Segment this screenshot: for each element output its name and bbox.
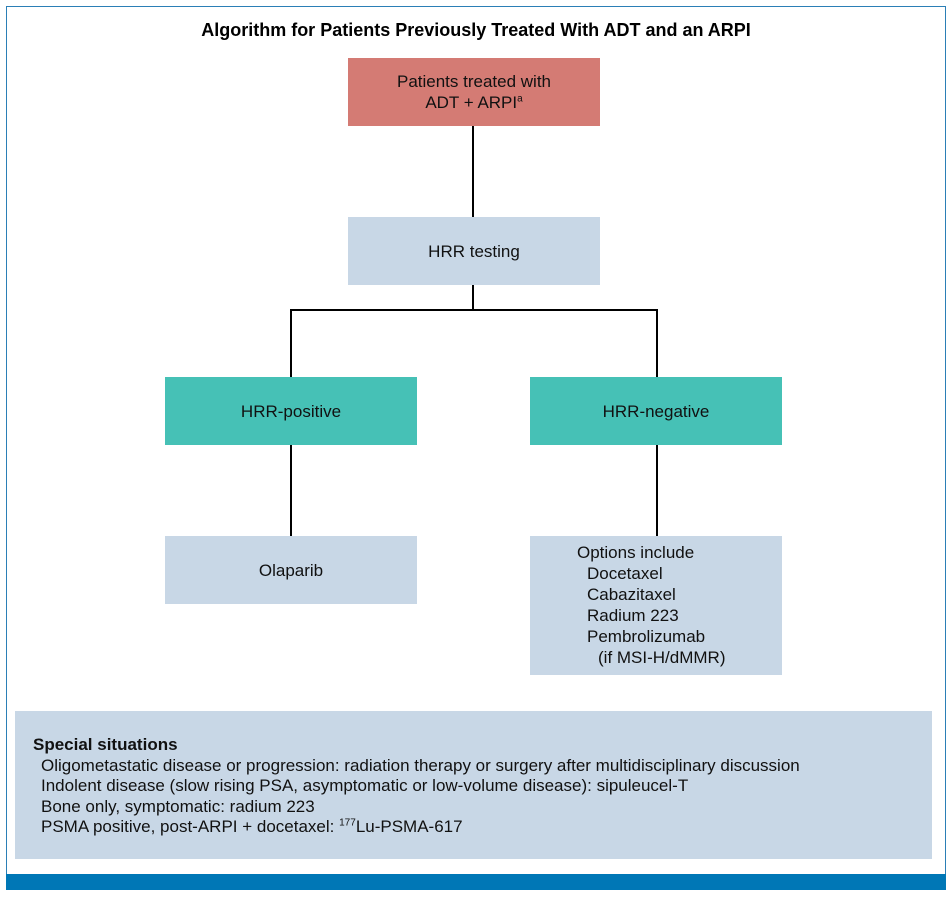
node-patients-treated-line1: Patients treated with [396,72,552,91]
isotope-superscript: 177 [339,817,356,829]
connector-testing-down [472,285,474,310]
node-olaparib: Olaparib [165,536,417,604]
connector-positive-to-olaparib [290,445,292,536]
special-situation-line: Indolent disease (slow rising PSA, asymp… [41,776,689,795]
connector-branch-horizontal [290,309,658,311]
node-hrr-testing: HRR testing [348,217,600,285]
node-hrr-positive: HRR-positive [165,377,417,445]
special-situation-line: Oligometastatic disease or progression: … [41,755,800,775]
bottom-accent-bar [6,874,946,890]
node-hrr-negative: HRR-negative [530,377,782,445]
node-patients-treated-line2: ADT + ARPIa [425,93,523,112]
connector-to-positive [290,309,292,377]
connector-negative-to-options [656,445,658,536]
special-situation-line: PSMA positive, post-ARPI + docetaxel: 17… [41,817,463,836]
option-note: (if MSI-H/dMMR) [598,648,726,667]
connector-start-to-testing [472,126,474,217]
special-situations-panel: Special situations Oligometastatic disea… [15,711,932,859]
special-situations-heading: Special situations [33,735,178,754]
footnote-marker: a [517,93,523,105]
special-situation-line: Bone only, symptomatic: radium 223 [41,796,315,816]
option-item: Docetaxel [587,564,663,583]
options-heading: Options include [577,543,695,562]
option-item: Cabazitaxel [587,585,676,604]
node-options: Options include Docetaxel Cabazitaxel Ra… [530,536,782,675]
connector-to-negative [656,309,658,377]
node-patients-treated: Patients treated with ADT + ARPIa [348,58,600,126]
diagram-title: Algorithm for Patients Previously Treate… [201,20,751,40]
option-item: Radium 223 [587,606,679,625]
option-item: Pembrolizumab [587,627,706,646]
